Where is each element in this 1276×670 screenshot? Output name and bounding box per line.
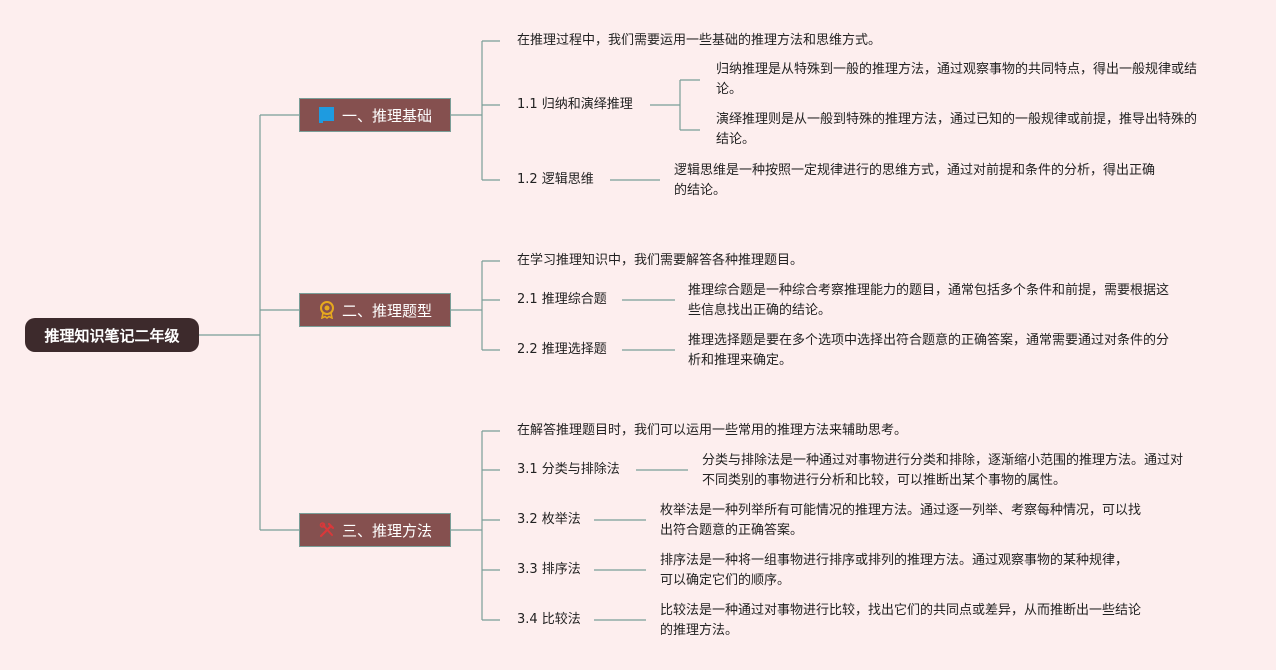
blue-flag-icon	[318, 106, 336, 124]
branch-intro: 在解答推理题目时，我们可以运用一些常用的推理方法来辅助思考。	[517, 423, 908, 438]
topic-label[interactable]: 2.2 推理选择题	[517, 342, 607, 357]
branch-label: 二、推理题型	[341, 301, 432, 320]
topic-label[interactable]: 1.1 归纳和演绎推理	[517, 97, 633, 112]
medal-icon	[318, 301, 336, 319]
detail-text: 枚举法是一种列举所有可能情况的推理方法。通过逐一列举、考察每种情况，可以找出符合…	[660, 503, 1142, 538]
topic-label[interactable]: 3.4 比较法	[517, 612, 581, 627]
topic-label[interactable]: 3.2 枚举法	[517, 512, 581, 527]
detail-text: 逻辑思维是一种按照一定规律进行的思维方式，通过对前提和条件的分析，得出正确的结论…	[674, 163, 1156, 198]
topic-label[interactable]: 2.1 推理综合题	[517, 292, 607, 307]
branch-node-methods[interactable]: 三、推理方法	[299, 513, 451, 547]
detail-text: 比较法是一种通过对事物进行比较，找出它们的共同点或差异，从而推断出一些结论的推理…	[660, 603, 1142, 638]
branch-intro: 在推理过程中，我们需要运用一些基础的推理方法和思维方式。	[517, 33, 882, 48]
detail-text: 演绎推理则是从一般到特殊的推理方法，通过已知的一般规律或前提，推导出特殊的结论。	[716, 112, 1198, 147]
branch-node-question-types[interactable]: 二、推理题型	[299, 293, 451, 327]
detail-text: 归纳推理是从特殊到一般的推理方法，通过观察事物的共同特点，得出一般规律或结论。	[716, 62, 1198, 97]
topic-label[interactable]: 3.1 分类与排除法	[517, 462, 620, 477]
root-title: 推理知识笔记二年级	[44, 326, 180, 345]
branch-label: 一、推理基础	[341, 106, 432, 125]
detail-text: 推理综合题是一种综合考察推理能力的题目，通常包括多个条件和前提，需要根据这些信息…	[688, 283, 1170, 318]
root-node[interactable]: 推理知识笔记二年级	[25, 318, 199, 352]
detail-text: 推理选择题是要在多个选项中选择出符合题意的正确答案，通常需要通过对条件的分析和推…	[688, 333, 1170, 368]
branch-label: 三、推理方法	[341, 521, 432, 540]
topic-label[interactable]: 1.2 逻辑思维	[517, 172, 594, 187]
detail-text: 分类与排除法是一种通过对事物进行分类和排除，逐渐缩小范围的推理方法。通过对不同类…	[702, 453, 1184, 488]
detail-text: 排序法是一种将一组事物进行排序或排列的推理方法。通过观察事物的某种规律，可以确定…	[660, 553, 1129, 588]
branch-node-basics[interactable]: 一、推理基础	[299, 98, 451, 132]
branch-intro: 在学习推理知识中，我们需要解答各种推理题目。	[517, 253, 804, 268]
tools-icon	[318, 521, 336, 539]
topic-label[interactable]: 3.3 排序法	[517, 562, 581, 577]
